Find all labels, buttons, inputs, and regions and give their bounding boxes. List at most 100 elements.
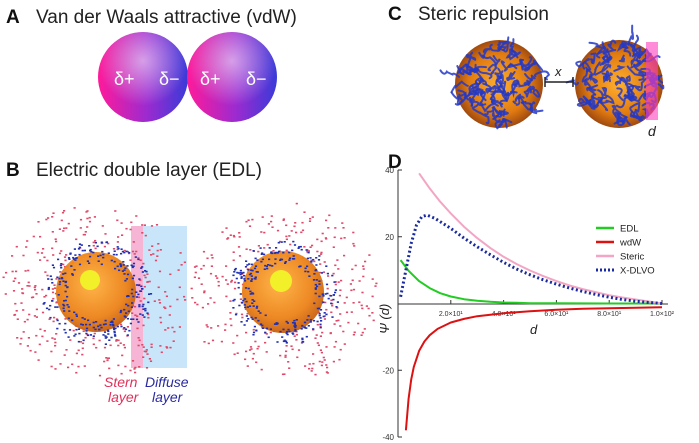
- ion: [305, 249, 308, 251]
- ion: [146, 353, 149, 355]
- polymer-strand: [512, 79, 530, 88]
- ion: [308, 275, 311, 277]
- polymer-strand: [533, 70, 551, 81]
- ion: [282, 328, 285, 331]
- ion: [64, 280, 68, 283]
- ion: [276, 341, 279, 343]
- ion: [43, 256, 46, 259]
- ion: [264, 314, 267, 317]
- ion: [327, 275, 330, 277]
- ion: [69, 339, 72, 341]
- ion: [285, 332, 288, 335]
- ion: [245, 260, 248, 262]
- ion: [144, 309, 147, 312]
- ion: [27, 337, 30, 339]
- ion: [101, 225, 104, 227]
- ion: [4, 293, 7, 295]
- ion: [259, 247, 262, 249]
- ion: [120, 309, 123, 312]
- ion: [180, 264, 183, 266]
- ion: [107, 357, 110, 359]
- ion: [103, 331, 107, 333]
- polymer-strand: [498, 36, 510, 53]
- ion: [323, 312, 326, 314]
- ion: [137, 293, 140, 296]
- ion: [266, 243, 269, 246]
- ion: [115, 340, 118, 342]
- ion: [137, 284, 141, 287]
- ion: [77, 248, 81, 250]
- ion: [143, 316, 146, 318]
- ion: [256, 305, 259, 308]
- ion: [227, 237, 230, 239]
- ion: [41, 288, 44, 291]
- ion: [104, 323, 107, 325]
- ion: [318, 255, 321, 257]
- ion: [293, 319, 296, 322]
- ion: [20, 337, 23, 340]
- ion: [138, 304, 141, 306]
- ion: [245, 331, 248, 334]
- ion: [17, 282, 21, 284]
- ion: [327, 297, 330, 300]
- ion: [310, 370, 313, 372]
- ion: [210, 327, 213, 329]
- ion: [83, 233, 86, 236]
- ion: [39, 259, 42, 261]
- ion: [125, 278, 128, 280]
- ion: [233, 235, 236, 238]
- ion: [319, 317, 322, 319]
- ion: [123, 327, 126, 329]
- legend-label: Steric: [620, 252, 645, 263]
- ion: [89, 249, 92, 252]
- ion: [343, 302, 346, 304]
- ion: [64, 272, 67, 275]
- ion: [332, 246, 335, 248]
- ion: [225, 279, 228, 281]
- ion: [121, 270, 124, 272]
- ion: [12, 280, 15, 282]
- ion: [15, 270, 18, 273]
- ion: [94, 241, 97, 244]
- ion: [247, 318, 250, 320]
- ion: [77, 365, 80, 368]
- ion: [285, 235, 288, 238]
- ion: [113, 250, 116, 252]
- ion: [293, 323, 296, 325]
- ion: [291, 249, 294, 252]
- ion: [251, 269, 254, 272]
- ion: [261, 252, 264, 254]
- ion: [122, 328, 125, 330]
- ion: [293, 322, 296, 324]
- ion: [337, 319, 340, 322]
- ion: [47, 286, 50, 289]
- ion: [58, 322, 61, 325]
- ion: [63, 304, 66, 307]
- ion: [100, 263, 103, 266]
- ion: [234, 267, 237, 270]
- ion: [113, 260, 116, 263]
- ion: [293, 325, 296, 327]
- ion: [286, 322, 289, 324]
- panel-letter-c: C: [388, 4, 402, 25]
- ion: [325, 265, 328, 267]
- ion: [220, 340, 223, 343]
- ion: [78, 263, 82, 266]
- ion: [73, 311, 76, 314]
- ion: [79, 218, 83, 221]
- ion: [129, 259, 132, 261]
- ion: [288, 330, 291, 333]
- ion: [329, 332, 332, 334]
- ion: [132, 295, 135, 298]
- ion: [350, 311, 353, 313]
- ion: [131, 266, 134, 269]
- ion: [334, 291, 337, 294]
- ion: [252, 328, 255, 331]
- ion: [342, 330, 345, 333]
- ion: [235, 312, 238, 315]
- polymer-strand: [474, 88, 487, 102]
- charge-label-1: δ+: [114, 69, 135, 89]
- polymer-strand: [496, 74, 504, 88]
- y-tick-label: 20: [385, 233, 394, 242]
- charge-label-4: δ−: [246, 69, 267, 89]
